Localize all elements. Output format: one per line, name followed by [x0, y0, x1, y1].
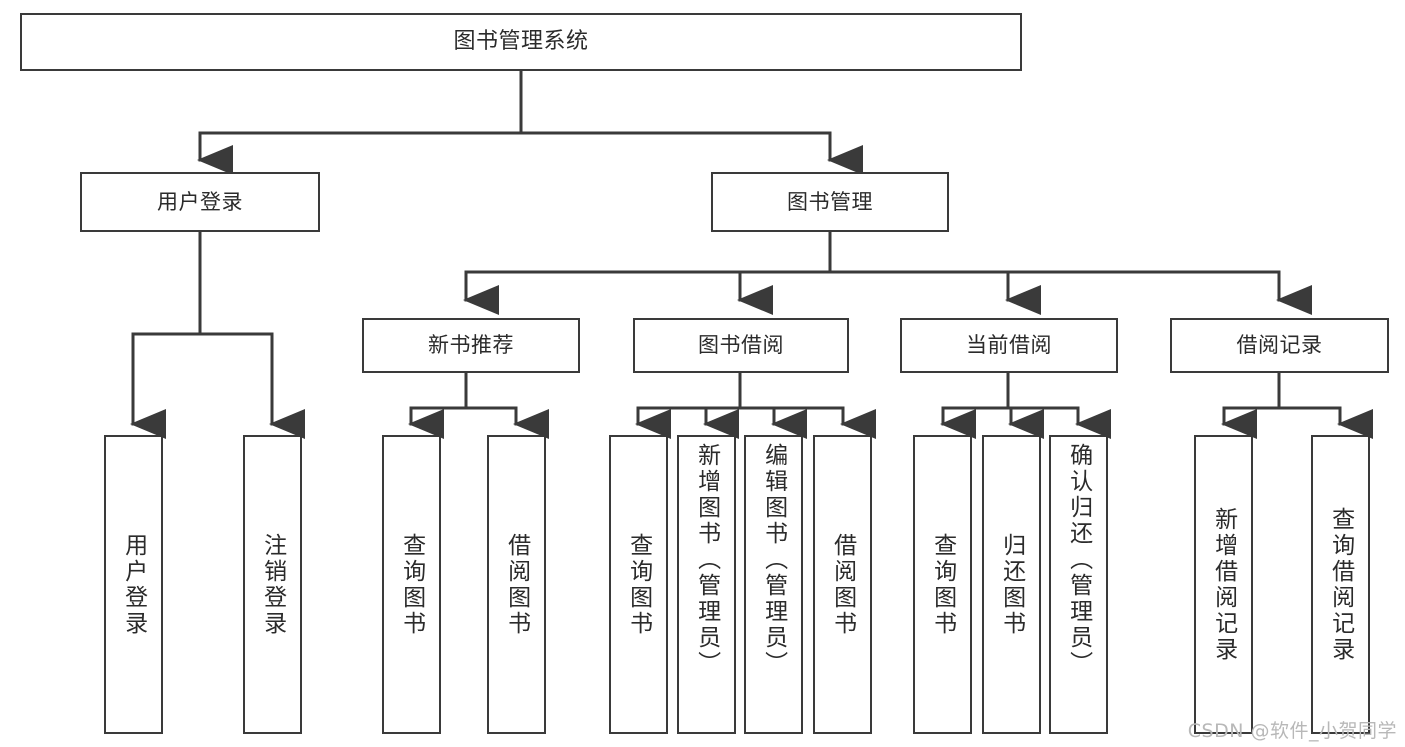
leaf-current-query-book-label: 查询图书	[929, 532, 956, 637]
node-root-label: 图书管理系统	[453, 29, 589, 55]
node-current-borrow-label: 当前借阅	[966, 333, 1052, 358]
leaf-borrow-query-book[interactable]: 查询图书	[609, 435, 668, 734]
leaf-newbook-borrow-book[interactable]: 借阅图书	[487, 435, 546, 734]
leaf-borrow-edit-book-label: 编辑图书（管理员）	[760, 443, 787, 677]
leaf-borrow-add-book-label: 新增图书（管理员）	[693, 443, 720, 677]
node-new-book-recommend[interactable]: 新书推荐	[362, 318, 580, 373]
node-book-management[interactable]: 图书管理	[711, 172, 949, 232]
node-root[interactable]: 图书管理系统	[20, 13, 1022, 71]
leaf-user-login-label: 用户登录	[120, 532, 147, 637]
leaf-current-confirm-return[interactable]: 确认归还（管理员）	[1049, 435, 1108, 734]
node-book-management-label: 图书管理	[787, 189, 873, 214]
leaf-current-confirm-return-label: 确认归还（管理员）	[1065, 443, 1092, 677]
leaf-record-query-record-label: 查询借阅记录	[1327, 506, 1354, 663]
node-current-borrow[interactable]: 当前借阅	[900, 318, 1118, 373]
node-book-borrow[interactable]: 图书借阅	[633, 318, 849, 373]
leaf-borrow-borrow-book[interactable]: 借阅图书	[813, 435, 872, 734]
leaf-record-add-record-label: 新增借阅记录	[1210, 506, 1237, 663]
leaf-borrow-add-book[interactable]: 新增图书（管理员）	[677, 435, 736, 734]
node-new-book-recommend-label: 新书推荐	[428, 333, 514, 358]
leaf-user-login[interactable]: 用户登录	[104, 435, 163, 734]
watermark: CSDN @软件_小贺同学	[1187, 720, 1397, 742]
node-borrow-record-label: 借阅记录	[1236, 333, 1323, 358]
node-user-login-label: 用户登录	[157, 189, 243, 214]
node-user-login[interactable]: 用户登录	[80, 172, 320, 232]
leaf-record-add-record[interactable]: 新增借阅记录	[1194, 435, 1253, 734]
leaf-record-query-record[interactable]: 查询借阅记录	[1311, 435, 1370, 734]
node-book-borrow-label: 图书借阅	[698, 333, 784, 358]
leaf-borrow-edit-book[interactable]: 编辑图书（管理员）	[744, 435, 803, 734]
leaf-current-return-book-label: 归还图书	[998, 532, 1025, 637]
leaf-logout[interactable]: 注销登录	[243, 435, 302, 734]
leaf-logout-label: 注销登录	[259, 532, 286, 637]
leaf-newbook-query-book-label: 查询图书	[398, 532, 425, 637]
leaf-borrow-borrow-book-label: 借阅图书	[829, 532, 856, 637]
node-borrow-record[interactable]: 借阅记录	[1170, 318, 1389, 373]
leaf-current-return-book[interactable]: 归还图书	[982, 435, 1041, 734]
leaf-newbook-query-book[interactable]: 查询图书	[382, 435, 441, 734]
leaf-current-query-book[interactable]: 查询图书	[913, 435, 972, 734]
leaf-borrow-query-book-label: 查询图书	[625, 532, 652, 637]
leaf-newbook-borrow-book-label: 借阅图书	[503, 532, 530, 637]
